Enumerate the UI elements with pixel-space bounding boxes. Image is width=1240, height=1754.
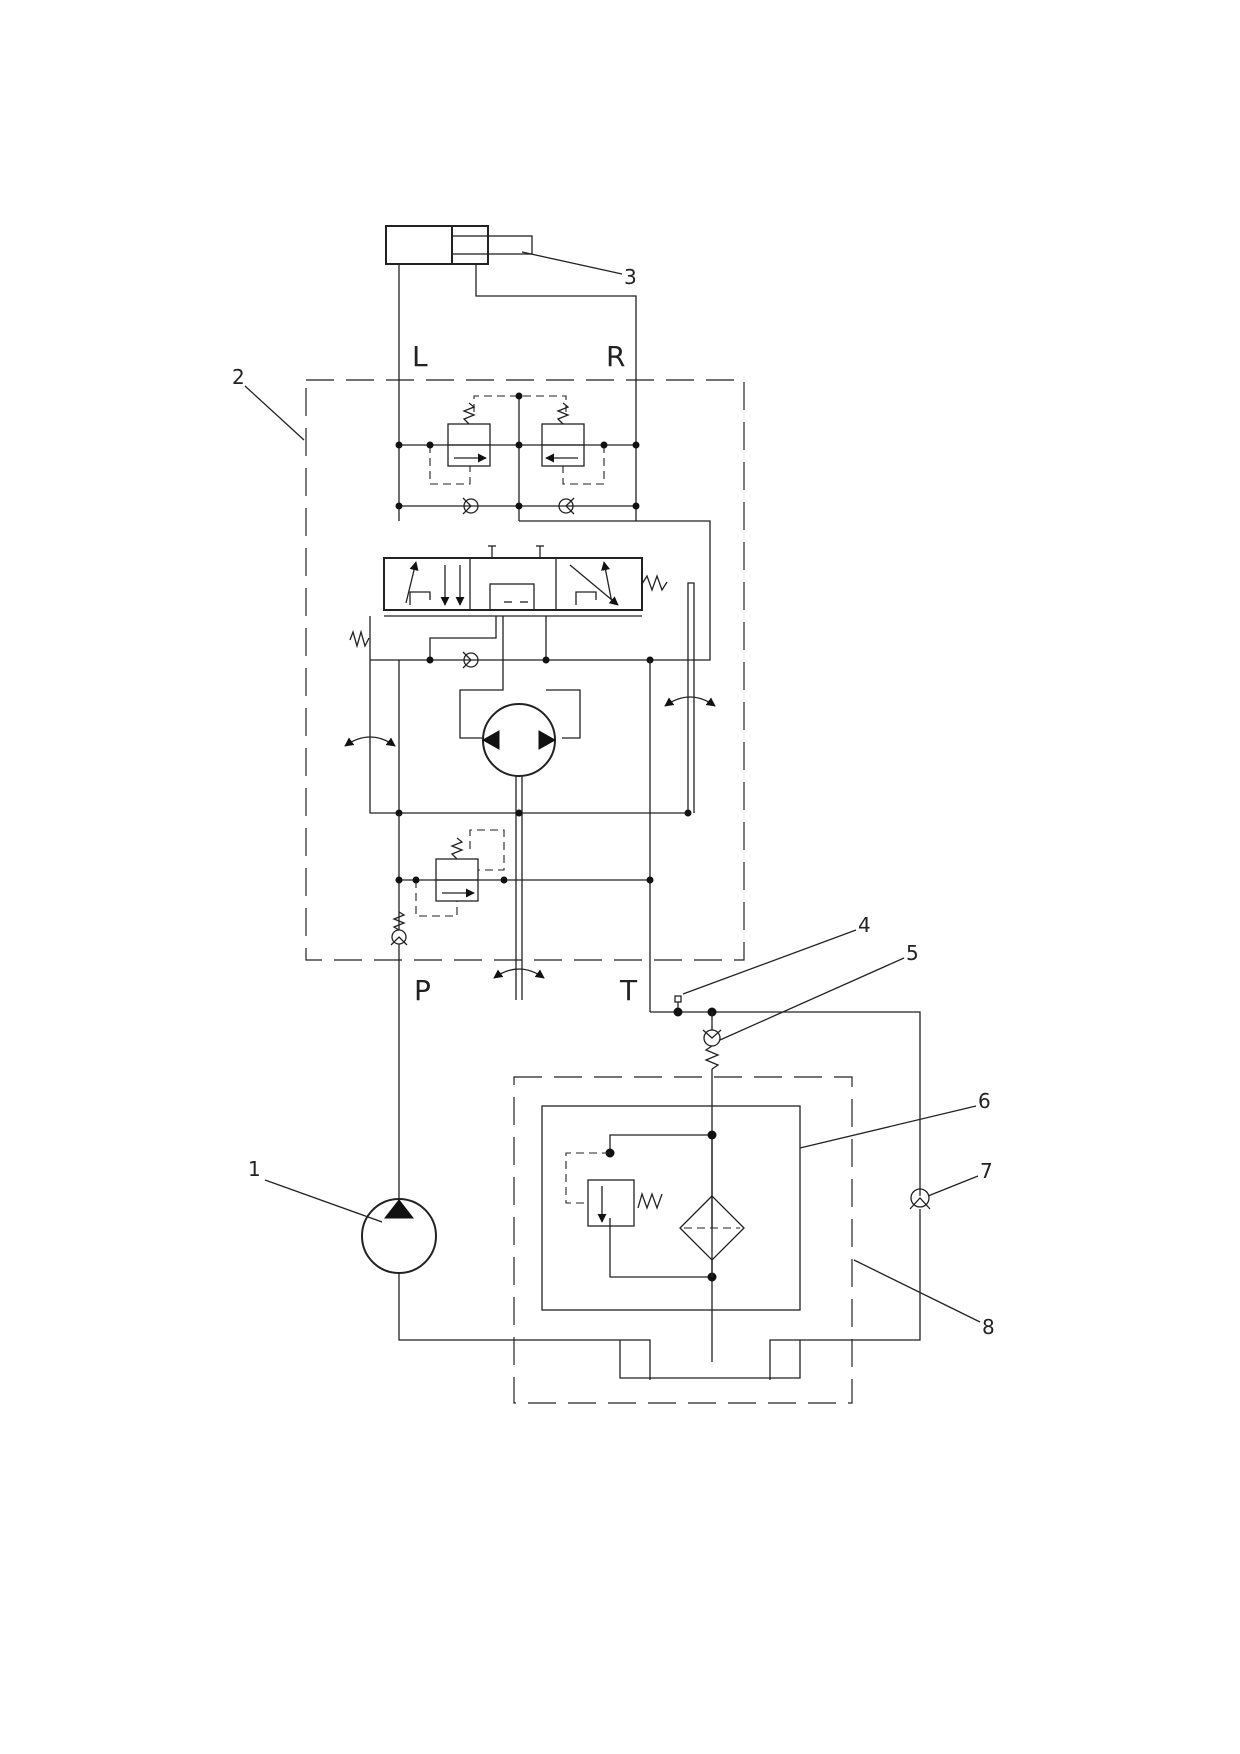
inlet-relief-valve xyxy=(398,660,651,1012)
port-label-pressure: P xyxy=(414,974,431,1007)
port-label-tank: T xyxy=(619,974,638,1007)
return-manifold xyxy=(650,995,921,1362)
rotation-arrows xyxy=(344,696,716,979)
callout-2: 2 xyxy=(232,365,245,389)
tank-boundary xyxy=(513,1076,853,1404)
callout-5: 5 xyxy=(906,941,919,965)
callout-6: 6 xyxy=(978,1089,991,1113)
callouts: 2 3 1 4 5 6 7 8 xyxy=(232,251,995,1339)
callout-8: 8 xyxy=(982,1315,995,1339)
callout-3: 3 xyxy=(624,265,637,289)
callout-7: 7 xyxy=(980,1159,993,1183)
filter-housing xyxy=(541,1105,801,1311)
shock-valve-right xyxy=(519,402,636,485)
port-label-left: L xyxy=(412,340,428,373)
junction-dots-top xyxy=(395,392,640,510)
steering-cylinder xyxy=(385,225,533,265)
metering-rotor xyxy=(370,616,650,1000)
filter-assembly xyxy=(565,1130,745,1282)
directional-control-valve xyxy=(383,545,668,617)
pump xyxy=(361,1198,651,1380)
shock-valve-left xyxy=(399,402,519,485)
cylinder-lines xyxy=(398,264,637,521)
junction-dots-lower xyxy=(395,876,654,884)
steering-unit-boundary xyxy=(305,379,745,961)
port-label-right: R xyxy=(606,340,625,373)
test-port xyxy=(674,995,682,1003)
tank-bottom-line xyxy=(619,1340,801,1379)
shock-valve-pilot-link xyxy=(473,395,567,412)
inlet-check-valve xyxy=(390,911,408,1216)
callout-1: 1 xyxy=(248,1157,261,1181)
bypass-check-valve xyxy=(769,1188,931,1380)
callout-4: 4 xyxy=(858,913,871,937)
